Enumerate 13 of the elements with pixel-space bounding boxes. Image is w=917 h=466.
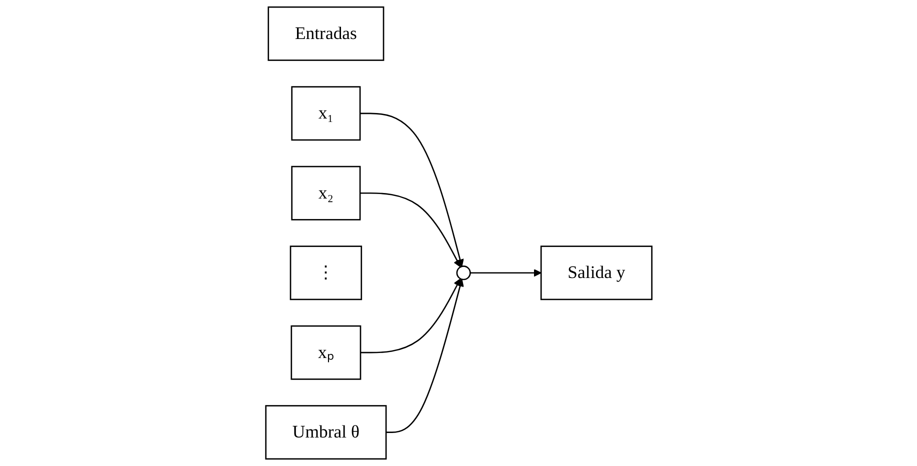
node-box: x₂	[290, 166, 360, 220]
node-box: Umbral θ	[264, 405, 386, 460]
node-box: Salida y	[540, 246, 652, 300]
arrow	[360, 112, 464, 267]
node-box: ⋮	[290, 246, 362, 300]
node-box: Entradas	[267, 6, 384, 61]
node-box: xₚ	[290, 325, 361, 380]
node-circle	[456, 266, 471, 280]
arrow	[360, 278, 460, 354]
arrow	[386, 278, 464, 433]
node-box: x₁	[290, 86, 360, 141]
arrow	[470, 268, 542, 277]
arrow	[360, 192, 460, 268]
